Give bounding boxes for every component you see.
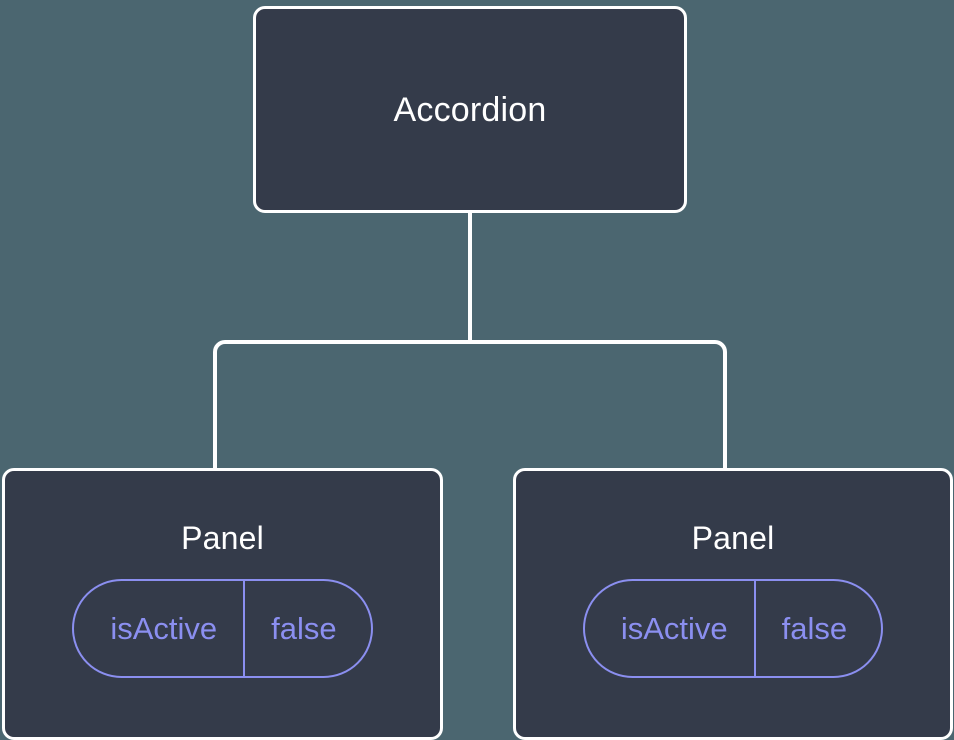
edge-to-panel-right [470,340,727,470]
state-key-left: isActive [110,611,218,646]
state-key-right: isActive [620,611,728,646]
state-value-left: false [243,581,370,676]
edge-to-panel-left [213,340,470,470]
state-pill-right[interactable]: isActive false [582,579,884,678]
node-panel-right[interactable]: Panel isActive false [513,468,953,740]
node-accordion-label: Accordion [393,90,547,129]
node-accordion[interactable]: Accordion [253,6,687,213]
state-value-right: false [753,581,881,676]
state-pill-left[interactable]: isActive false [72,579,373,678]
node-panel-right-label: Panel [691,520,775,556]
node-panel-left[interactable]: Panel isActive false [2,468,443,740]
node-panel-left-label: Panel [181,520,264,556]
